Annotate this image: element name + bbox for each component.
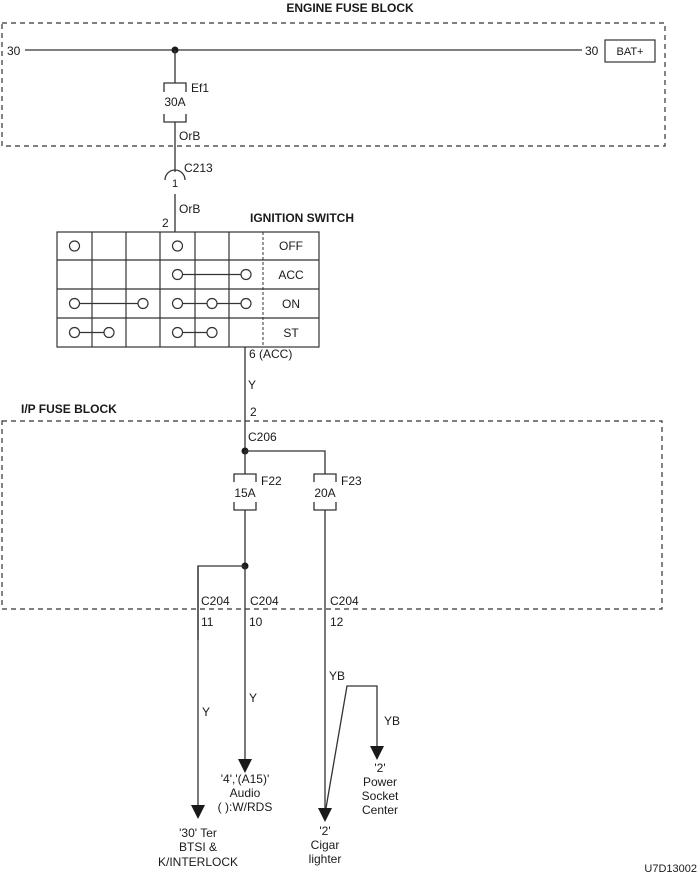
power-socket-arrow-icon	[370, 746, 384, 760]
acc-wire: Y 2	[244, 347, 257, 451]
switch-contact-pin	[171, 268, 184, 281]
fuse-ef1-bottom	[163, 114, 187, 123]
wire-color-orb-1: OrB	[179, 129, 200, 143]
position-label-acc: ACC	[278, 268, 304, 282]
audio-arrow-icon	[238, 759, 252, 773]
destination-btsi-line-1: '30' Ter	[179, 826, 217, 840]
destination-btsi: '30' Ter BTSI & K/INTERLOCK	[158, 826, 238, 869]
ignition-switch-output-label: 6 (ACC)	[249, 347, 292, 361]
c204-right-name: C204	[330, 594, 359, 608]
switch-contact-pin	[137, 297, 149, 310]
wire-color-y-acc: Y	[248, 378, 256, 392]
fuse-f22-name: F22	[261, 474, 282, 488]
ip-fuse-block-boundary	[1, 420, 663, 610]
bat-plus-label: BAT+	[616, 46, 643, 58]
wire-color-orb-2: OrB	[179, 202, 200, 216]
fuse-f23-rating: 20A	[314, 486, 335, 500]
fuse-f23-bottom	[313, 502, 337, 511]
fuse-ef1-rating: 30A	[164, 95, 185, 109]
c206-pin: 2	[250, 405, 257, 419]
connector-c213-symbol	[164, 169, 186, 181]
bat-plus-box	[604, 39, 656, 63]
output-wires: Y Y YB YB	[191, 510, 400, 822]
switch-contact-pin	[171, 326, 184, 339]
cigar-arrow-icon	[318, 808, 332, 822]
connector-c213: C213 1 OrB	[164, 161, 213, 232]
terminal-right-label: 30	[585, 44, 599, 58]
position-label-on: ON	[282, 297, 300, 311]
switch-contact-pin	[171, 240, 184, 252]
destination-btsi-line-3: K/INTERLOCK	[158, 855, 238, 869]
destination-audio-line-3: ( ):W/RDS	[218, 800, 273, 814]
fuse-f23-name: F23	[341, 474, 362, 488]
engine-fuse-block-boundary	[1, 22, 666, 147]
switch-contact-pin	[68, 326, 81, 339]
diagram-id-label: U7D13002	[644, 863, 697, 875]
switch-contact-pin	[240, 297, 252, 310]
c204-center-pin: 10	[249, 615, 263, 629]
wire-color-audio: Y	[249, 691, 257, 705]
ignition-switch-title: IGNITION SWITCH	[250, 211, 354, 225]
c204-left-pin: 11	[201, 615, 214, 629]
destination-audio: '4','(A15)' Audio ( ):W/RDS	[218, 772, 273, 814]
position-label-st: ST	[283, 326, 299, 340]
destination-cigar-line-1: '2'	[319, 824, 330, 838]
fuse-f22-bottom	[233, 502, 257, 511]
destination-power-line-3: Socket	[362, 789, 399, 803]
switch-contact-pin	[171, 297, 184, 310]
connector-c213-name: C213	[184, 161, 213, 175]
ignition-switch-input-pin: 2	[162, 216, 169, 230]
switch-contact-pin	[206, 297, 218, 310]
connector-c213-pin: 1	[172, 178, 178, 190]
destination-audio-line-1: '4','(A15)'	[221, 772, 270, 786]
destination-labels: '30' Ter BTSI & K/INTERLOCK '4','(A15)' …	[158, 761, 399, 869]
btsi-arrow-icon	[191, 805, 205, 819]
switch-contact-pin	[240, 268, 252, 281]
switch-contact-pin	[206, 326, 218, 339]
ignition-switch-position-labels: OFF ACC ON ST	[278, 239, 304, 340]
connector-c206-name: C206	[248, 430, 277, 444]
switch-contact-pin	[103, 326, 115, 339]
wire-color-btsi: Y	[202, 705, 210, 719]
ignition-switch-grid	[56, 231, 320, 348]
fuse-ef1-name: Ef1	[191, 81, 209, 95]
destination-power-line-1: '2'	[374, 761, 385, 775]
terminal-left-label: 30	[7, 44, 21, 58]
switch-contact-pin	[68, 297, 81, 310]
destination-audio-line-2: Audio	[230, 786, 261, 800]
ip-fuse-block: I/P FUSE BLOCK C206 F22 15A F23 20A C204…	[1, 402, 663, 640]
engine-fuse-block: ENGINE FUSE BLOCK 30 30 BAT+ Ef1 30A OrB	[1, 1, 666, 172]
fuse-f22-rating: 15A	[234, 486, 255, 500]
power-socket-wire	[325, 685, 378, 809]
destination-cigar-lighter: '2' Cigar lighter	[309, 824, 342, 866]
wire-color-power-socket: YB	[384, 714, 400, 728]
switch-contact-pin	[68, 240, 81, 252]
destination-cigar-line-3: lighter	[309, 852, 342, 866]
c204-left-name: C204	[201, 594, 230, 608]
fuse-f22-top	[233, 473, 257, 482]
destination-cigar-line-2: Cigar	[311, 838, 340, 852]
destination-power-line-2: Power	[363, 775, 397, 789]
wire-color-cigar: YB	[329, 669, 345, 683]
destination-power-socket: '2' Power Socket Center	[362, 761, 399, 817]
c204-right-pin: 12	[330, 615, 344, 629]
ip-fuse-block-title: I/P FUSE BLOCK	[21, 402, 117, 416]
c204-center-name: C204	[250, 594, 279, 608]
destination-btsi-line-2: BTSI &	[179, 840, 217, 854]
ignition-switch: IGNITION SWITCH 2 OFF ACC ON ST 6 (ACC)	[56, 211, 354, 361]
position-label-off: OFF	[279, 239, 303, 253]
destination-power-line-4: Center	[362, 803, 398, 817]
fuse-ef1-top	[163, 82, 187, 92]
engine-fuse-block-title: ENGINE FUSE BLOCK	[286, 1, 414, 15]
fuse-f23-top	[313, 473, 337, 482]
f23-feed-wire	[245, 450, 326, 474]
